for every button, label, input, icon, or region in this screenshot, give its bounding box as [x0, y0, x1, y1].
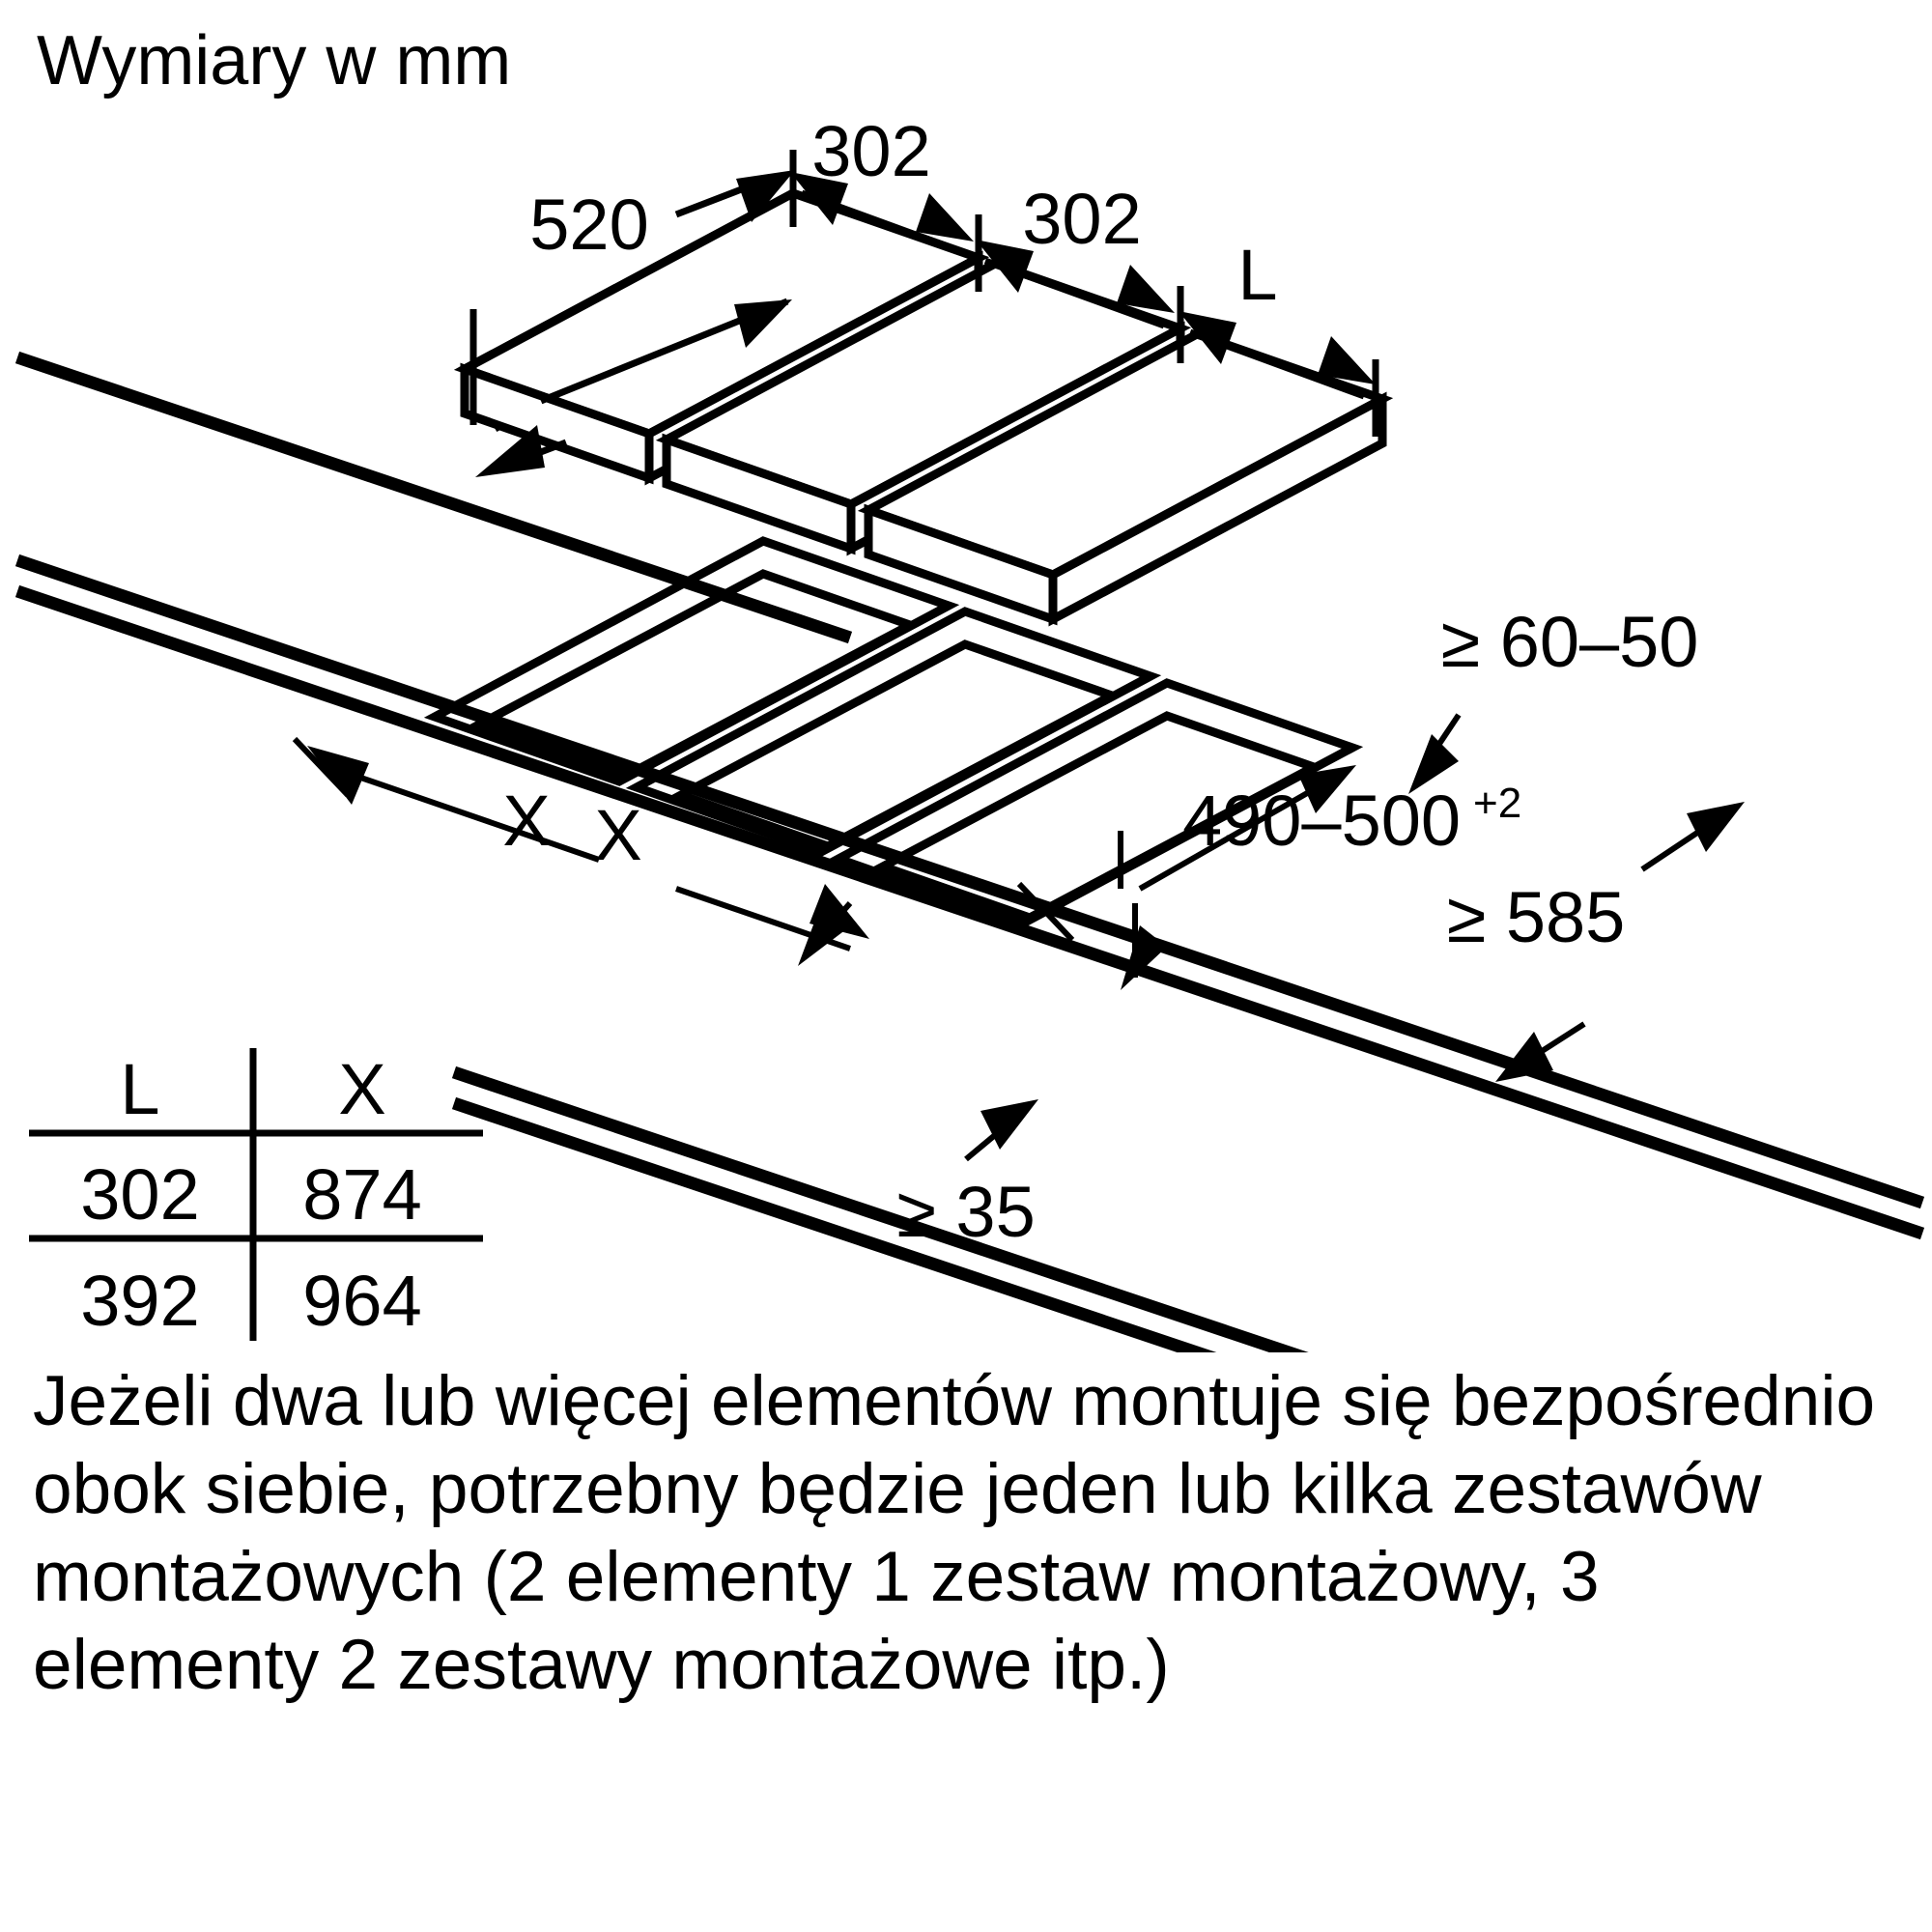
worktop-front-edge: [451, 1065, 1309, 1352]
installation-note: Jeżeli dwa lub więcej elementów montuje …: [33, 1362, 1876, 1704]
table-cell-X-row2: 964: [302, 1261, 421, 1341]
dimension-302-first: [674, 170, 974, 257]
table-cell-X-row1: 874: [302, 1154, 421, 1235]
dimension-label-490-500-tolerance: +2: [1473, 780, 1521, 827]
dimension-label-L: L: [1237, 235, 1277, 315]
upper-worktop-edge: [14, 351, 853, 644]
table-cell-L-row2: 392: [80, 1261, 199, 1341]
dimension-L-arrows: [1179, 311, 1379, 437]
dimension-585: [1495, 802, 1745, 1082]
dimension-35: [798, 901, 1038, 1162]
page-title: Wymiary w mm: [37, 22, 512, 99]
lookup-table: L X 302 874 392 964: [29, 1048, 483, 1341]
table-header-L: L: [120, 1049, 159, 1129]
hob-panel-right: [857, 329, 1394, 627]
dimension-label-35: ≥ 35: [896, 1172, 1035, 1252]
hob-panels-group: [453, 187, 1394, 627]
dimension-302-second: [976, 240, 1175, 329]
dimension-label-302-second: 302: [1022, 179, 1141, 259]
dimension-X-span: [292, 736, 1075, 952]
table-cell-L-row1: 302: [80, 1154, 199, 1235]
worktop-cutouts: [423, 536, 1364, 928]
dimension-label-X-right: X: [594, 795, 641, 875]
dimension-ticks-top: [789, 150, 1184, 363]
dimension-label-60-50: ≥ 60–50: [1441, 602, 1699, 682]
dimension-label-302-first: 302: [811, 111, 930, 191]
installation-dimension-drawing: 302 302 L 520: [14, 111, 1925, 1352]
dimension-cutout-depth: [1118, 765, 1356, 990]
dimension-520: [469, 298, 792, 477]
table-header-X: X: [338, 1049, 385, 1129]
dimension-gap-60-50: [1408, 713, 1462, 794]
worktop-top-edge: [14, 554, 1925, 1240]
dimension-label-585: ≥ 585: [1447, 877, 1626, 957]
dimension-label-520: 520: [529, 185, 648, 265]
dimension-label-490-500: 490–500: [1182, 781, 1461, 861]
dimension-label-X-left: X: [502, 781, 550, 861]
